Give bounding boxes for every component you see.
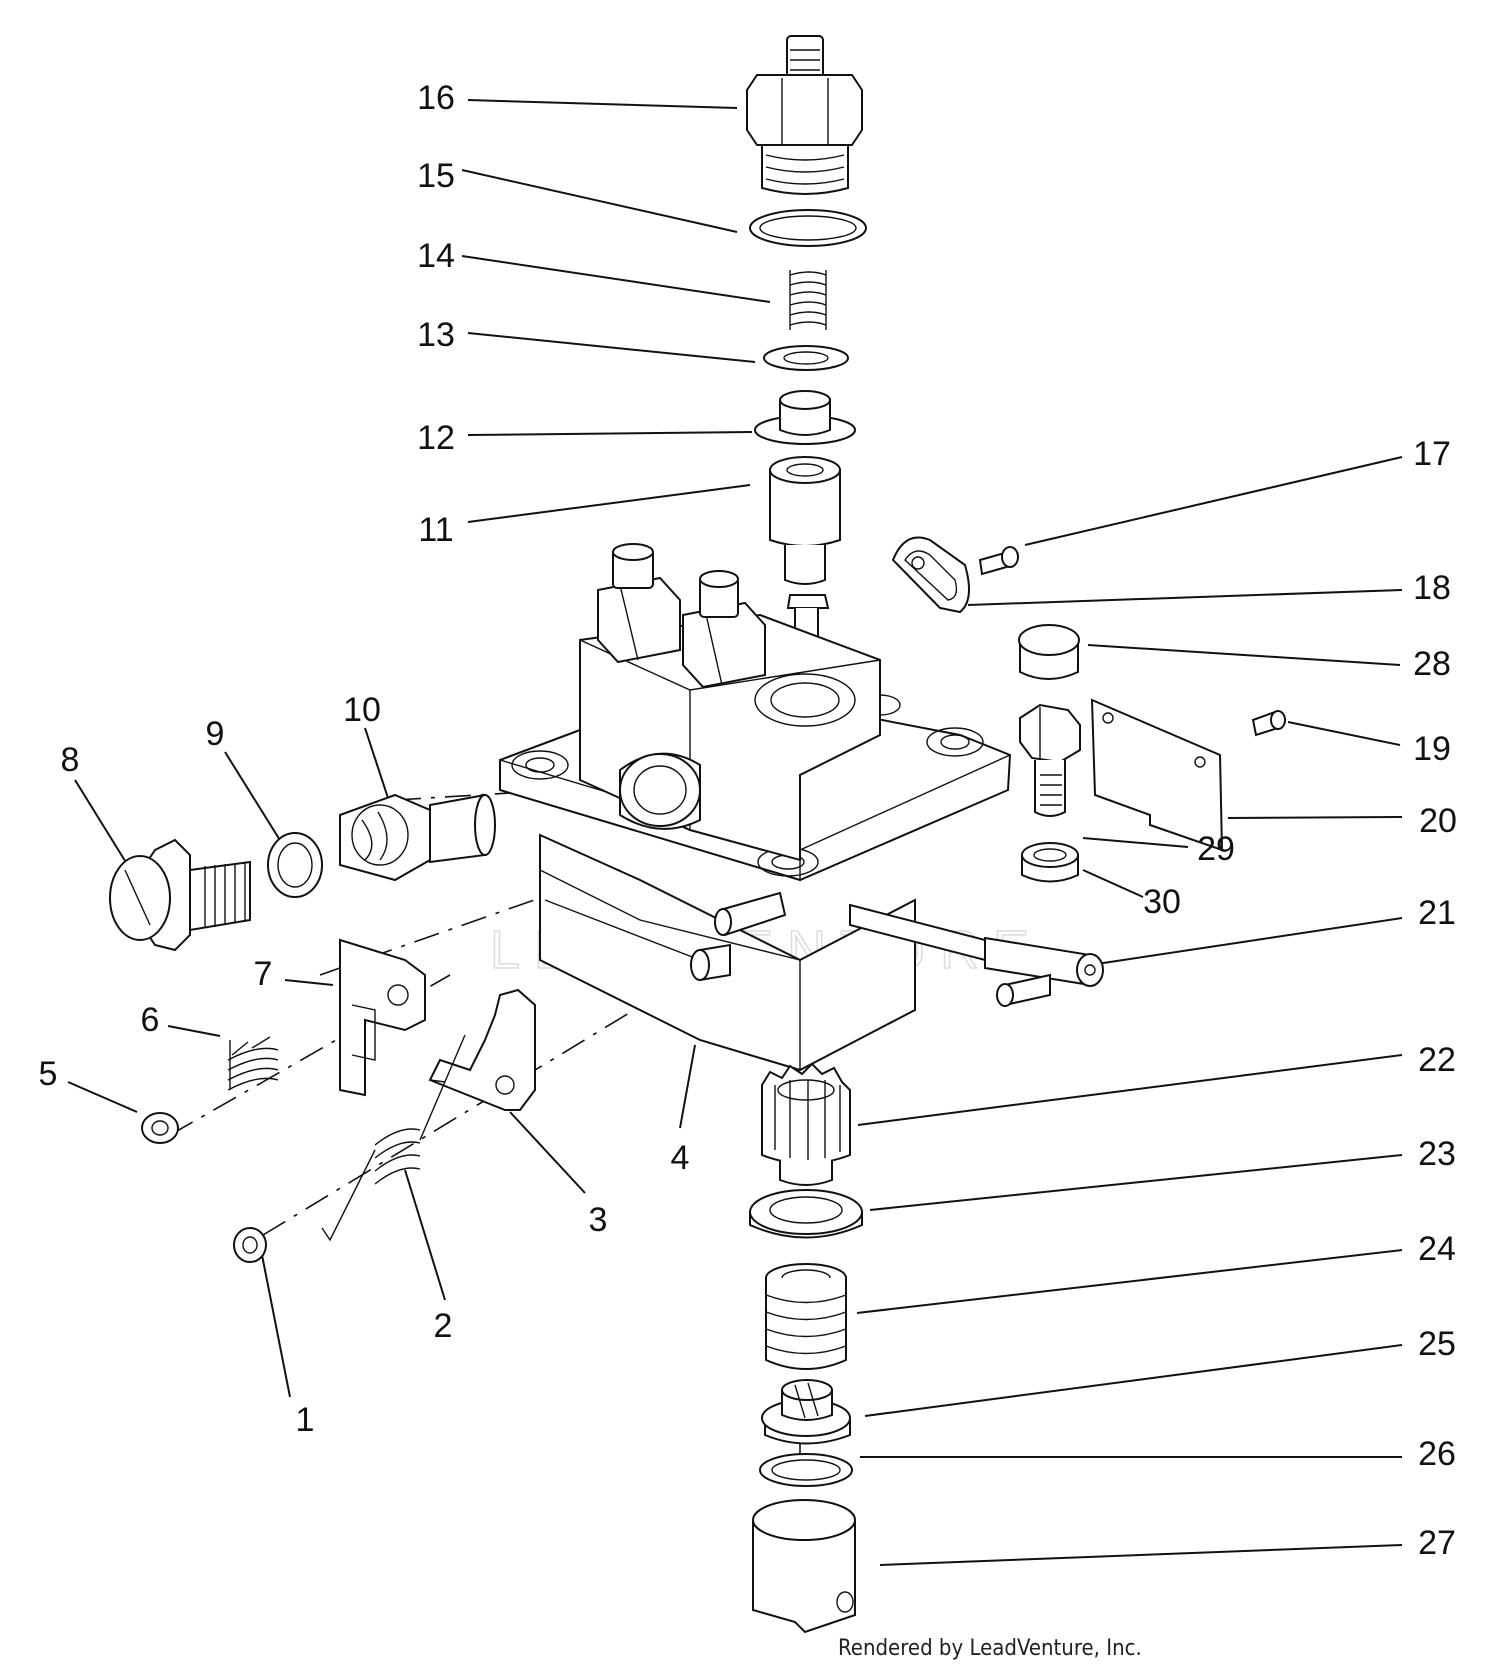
- part-23-washer: [749, 1189, 863, 1239]
- callout-6: 6: [141, 1001, 160, 1039]
- center-lines: [169, 789, 801, 1490]
- part-14-spring: [789, 270, 827, 330]
- part-25-seat: [761, 1379, 851, 1445]
- callout-1: 1: [296, 1401, 315, 1439]
- callout-18: 18: [1413, 569, 1451, 607]
- part-26-ring: [759, 1453, 853, 1487]
- part-5-clip: [141, 1112, 179, 1144]
- callout-23: 23: [1418, 1135, 1456, 1173]
- part-17-screw: [978, 546, 1019, 576]
- part-1-clip: [233, 1227, 267, 1263]
- part-3-lever: [428, 988, 536, 1111]
- callout-12: 12: [417, 419, 455, 457]
- callout-5: 5: [39, 1055, 58, 1093]
- body-fitting: [690, 891, 787, 982]
- part-21-control-rod: [849, 903, 1104, 1007]
- callout-21: 21: [1418, 894, 1456, 932]
- part-13-washer: [763, 345, 849, 371]
- part-18-plate: [891, 536, 970, 614]
- part-29-bolt: [1019, 703, 1081, 817]
- part-6-spring: [227, 1036, 279, 1091]
- callout-29: 29: [1197, 830, 1235, 868]
- callout-20: 20: [1419, 802, 1457, 840]
- part-12-valve: [754, 390, 856, 445]
- part-24-spring: [765, 1263, 847, 1370]
- callout-3: 3: [589, 1201, 608, 1239]
- part-4-pump-body: [499, 543, 1012, 1072]
- callout-2: 2: [434, 1307, 453, 1345]
- part-15-gasket: [749, 209, 867, 247]
- callout-30: 30: [1143, 883, 1181, 921]
- callout-24: 24: [1418, 1230, 1456, 1268]
- leader-lines: [67, 99, 1403, 1566]
- callout-13: 13: [417, 316, 455, 354]
- callout-10: 10: [343, 691, 381, 729]
- callout-9: 9: [206, 715, 225, 753]
- callout-25: 25: [1418, 1325, 1456, 1363]
- part-2-spring: [321, 1034, 466, 1242]
- callout-4: 4: [671, 1139, 690, 1177]
- callout-28: 28: [1413, 645, 1451, 683]
- callout-17: 17: [1413, 435, 1451, 473]
- part-7-bracket: [339, 938, 426, 1097]
- callout-27: 27: [1418, 1524, 1456, 1562]
- callout-19: 19: [1413, 730, 1451, 768]
- part-22-gear: [761, 1062, 851, 1186]
- render-credit: Rendered by LeadVenture, Inc.: [838, 1636, 1142, 1661]
- callout-16: 16: [417, 79, 455, 117]
- callout-15: 15: [417, 157, 455, 195]
- part-20-plate: [1090, 698, 1224, 852]
- part-10-banjo: [339, 793, 496, 882]
- part-27-tappet: [752, 1499, 856, 1634]
- part-16-valve-holder: [746, 35, 863, 195]
- part-28-cap: [1018, 624, 1080, 680]
- callout-22: 22: [1418, 1041, 1456, 1079]
- part-8-bolt: [109, 838, 251, 952]
- callout-11: 11: [418, 511, 453, 549]
- callout-labels: 1234567891011121314151617181920212223242…: [39, 79, 1457, 1562]
- part-30-washer: [1021, 842, 1079, 883]
- callout-26: 26: [1418, 1435, 1456, 1473]
- callout-14: 14: [417, 237, 455, 275]
- callout-8: 8: [61, 741, 80, 779]
- part-9-washer: [267, 832, 323, 898]
- callout-7: 7: [254, 955, 273, 993]
- part-19-screw: [1251, 710, 1286, 737]
